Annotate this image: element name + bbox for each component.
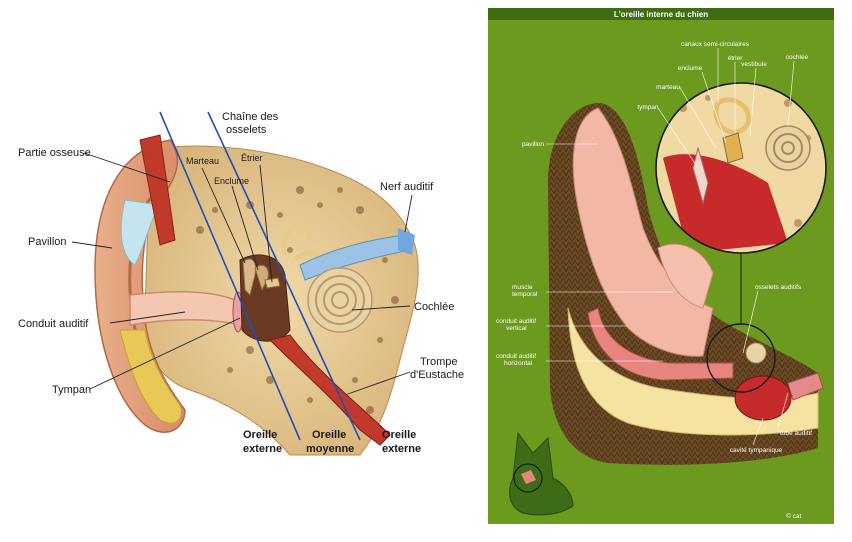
label-conduit-h-1: conduit auditif (496, 353, 536, 360)
cartilage (119, 329, 182, 424)
title: L'oreille interne du chien (614, 10, 708, 19)
ear-canal (129, 291, 241, 326)
label-trompe-1: Trompe (420, 356, 458, 368)
label-trompe-2: d'Eustache (410, 369, 464, 381)
pinna (572, 107, 714, 357)
label-oreille-externe-1: Oreille (243, 429, 277, 441)
ear-canal (587, 307, 734, 381)
cochlea (307, 267, 373, 333)
leader-lines (546, 48, 795, 446)
label-conduit-v-1: conduit auditif (496, 318, 536, 325)
label-oreille-interne-1: Oreille (382, 429, 416, 441)
label-pavillon: pavillon (522, 141, 544, 148)
ossicles (242, 258, 281, 296)
label-etrier: étrier (728, 55, 744, 62)
label-chaine-2: osselets (226, 124, 267, 136)
label-cochlee: cochlée (786, 54, 809, 61)
nerve-tip (398, 228, 415, 255)
label-nerf-auditif: Nerf auditif (380, 181, 434, 193)
label-oreille-externe-2: externe (243, 443, 282, 455)
label-conduit-h-2: horizontal (504, 360, 533, 367)
temporal-muscle (139, 134, 176, 246)
label-enclume: enclume (678, 65, 703, 72)
label-chaine-1: Chaîne des (222, 111, 279, 123)
big-zoom-circle (655, 82, 827, 254)
label-enclume: Enclume (214, 176, 249, 186)
dog-head-icon (509, 431, 574, 516)
label-etrier: Étrier (241, 153, 263, 163)
human-ear-diagram: Partie osseuse Pavillon Conduit auditif … (18, 111, 465, 456)
label-canaux: canaux semi-circulaires (681, 41, 750, 48)
dog-ear-diagram: L'oreille interne du chien (488, 8, 834, 524)
label-cavite: cavité tympanique (730, 447, 783, 454)
title-bar (488, 8, 834, 20)
leader-lines (71, 152, 413, 396)
label-partie-osseuse: Partie osseuse (18, 147, 91, 159)
label-marteau: Marteau (186, 156, 219, 166)
label-osselets: osselets auditifs (755, 284, 802, 291)
label-muscle-1: muscle (512, 284, 533, 291)
label-vestibule: vestibule (741, 61, 767, 68)
temporal-muscle (657, 243, 714, 309)
label-oreille-interne-2: externe (382, 443, 421, 455)
divider-line-1 (159, 111, 301, 441)
divider-line-2 (207, 111, 361, 441)
eustachian-tube (269, 334, 391, 446)
label-cochlee: Cochlée (414, 301, 454, 313)
label-conduit-v-2: vertical (506, 325, 527, 332)
label-tympan: tympan (637, 104, 659, 111)
human-ear-svg: Partie osseuse Pavillon Conduit auditif … (18, 111, 464, 456)
tympanic-cavity (734, 375, 792, 421)
copyright: © cat (786, 512, 801, 520)
label-marteau: marteau (656, 84, 680, 91)
tube-auditif (787, 372, 824, 401)
label-tube: tube auditif (780, 430, 812, 437)
label-tympan: Tympan (52, 384, 91, 396)
label-pavillon: Pavillon (28, 236, 67, 248)
label-muscle-2: temporal (512, 291, 538, 298)
label-conduit-auditif: Conduit auditif (18, 318, 89, 330)
label-oreille-moyenne-2: moyenne (306, 443, 354, 455)
zoom-content (656, 83, 826, 253)
label-oreille-moyenne-1: Oreille (312, 429, 346, 441)
dog-ear-svg: L'oreille interne du chien (488, 8, 834, 524)
small-cochlea (745, 342, 767, 364)
